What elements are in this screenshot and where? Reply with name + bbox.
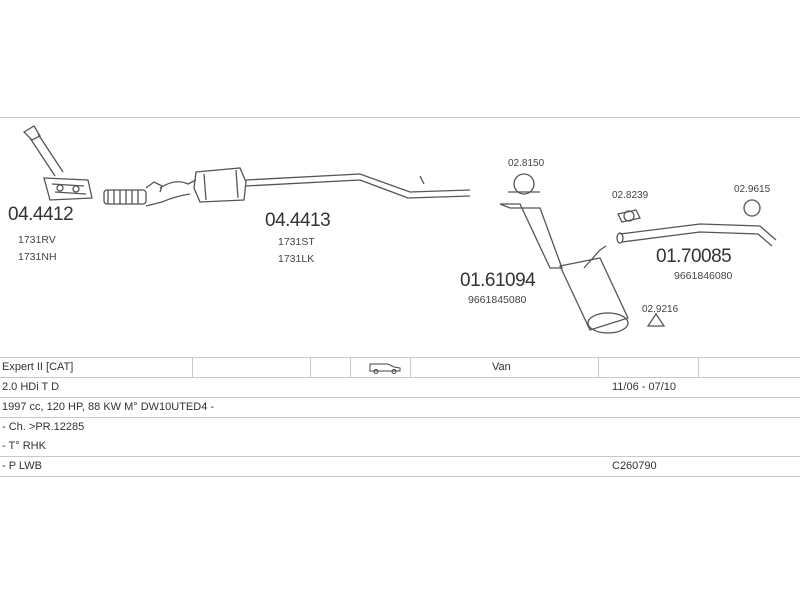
wheelbase: - P LWB xyxy=(2,460,42,472)
clamp-label-02-9216: 02.9216 xyxy=(642,304,679,315)
rear-silencer-part[interactable] xyxy=(499,203,629,334)
part-ref-9661846080: 9661846080 xyxy=(674,270,733,282)
row-wheelbase: - P LWB C260790 xyxy=(0,457,800,477)
catalytic-converter-part[interactable] xyxy=(22,125,93,201)
divider xyxy=(598,358,599,377)
part-ref-1731rv: 1731RV xyxy=(18,234,56,246)
clamp-02-9615[interactable] xyxy=(743,199,761,217)
divider xyxy=(350,358,351,377)
top-divider xyxy=(0,117,800,118)
clamp-02-9216[interactable] xyxy=(646,312,666,327)
part-ref-1731nh: 1731NH xyxy=(18,251,57,263)
part-code-04-4413: 04.4413 xyxy=(265,210,331,231)
divider xyxy=(192,358,193,377)
row-model: Expert II [CAT] Van xyxy=(0,357,800,378)
engine-spec: 1997 cc, 120 HP, 88 KW M° DW10UTED4 - xyxy=(2,401,215,413)
divider xyxy=(310,358,311,377)
part-code-04-4412: 04.4412 xyxy=(8,204,74,225)
clamp-label-02-9615: 02.9615 xyxy=(734,184,771,195)
row-engine: 2.0 HDi T D 11/06 - 07/10 xyxy=(0,378,800,398)
clamp-label-02-8239: 02.8239 xyxy=(612,190,649,201)
clamp-02-8239[interactable] xyxy=(617,209,641,223)
part-code-01-70085: 01.70085 xyxy=(656,246,732,267)
front-pipe-part[interactable] xyxy=(103,167,471,207)
engine: 2.0 HDi T D xyxy=(2,381,60,393)
clamp-02-8150[interactable] xyxy=(508,173,540,195)
part-ref-1731st: 1731ST xyxy=(278,236,315,248)
part-ref-1731lk: 1731LK xyxy=(278,253,315,265)
exhaust-parts-drawing xyxy=(22,125,777,334)
production-period: 11/06 - 07/10 xyxy=(612,381,677,393)
row-chassis: - Ch. >PR.12285 xyxy=(0,418,800,437)
vehicle-info-table: Expert II [CAT] Van 2.0 HDi T D 11/06 - … xyxy=(0,357,800,477)
clamp-label-02-8150: 02.8150 xyxy=(508,158,545,169)
exhaust-diagram: 04.4412 1731RV 1731NH 04.4413 1731ST 173… xyxy=(0,118,800,358)
part-ref-9661845080: 9661845080 xyxy=(468,294,527,306)
catalog-code: C260790 xyxy=(612,460,657,472)
type: - T° RHK xyxy=(2,440,46,452)
chassis: - Ch. >PR.12285 xyxy=(2,421,85,433)
part-code-01-61094: 01.61094 xyxy=(460,270,536,291)
van-icon xyxy=(366,361,402,380)
row-type: - T° RHK xyxy=(0,437,800,457)
row-spec: 1997 cc, 120 HP, 88 KW M° DW10UTED4 - xyxy=(0,398,800,418)
tailpipe-part[interactable] xyxy=(616,223,777,247)
body-type: Van xyxy=(492,361,511,373)
vehicle-model: Expert II [CAT] xyxy=(2,361,74,373)
divider xyxy=(410,358,411,377)
divider xyxy=(698,358,699,377)
